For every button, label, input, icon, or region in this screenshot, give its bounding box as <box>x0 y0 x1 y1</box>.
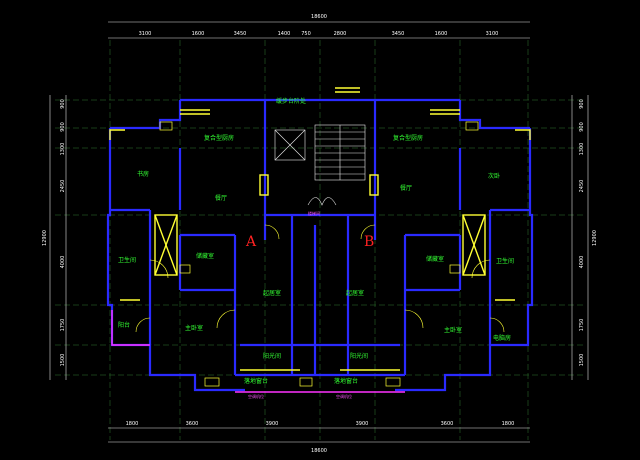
dim-bottom-3: 3900 <box>266 421 279 427</box>
dim-left-3: 1300 <box>60 143 66 156</box>
dim-right-6: 1750 <box>579 319 585 332</box>
left-dimension-values: 900 900 1300 2450 4000 1750 1500 <box>60 99 66 366</box>
dim-bottom-6: 1800 <box>502 421 515 427</box>
dim-bottom-5: 3600 <box>441 421 454 427</box>
overall-height-right: 12900 <box>592 230 598 246</box>
label-kitchen-left: 复合型厨房 <box>204 134 234 142</box>
fixtures <box>159 121 479 387</box>
label-note-left: 空调机位 <box>248 393 264 399</box>
dim-right-2: 900 <box>579 122 585 132</box>
overall-height-left: 12900 <box>42 230 48 246</box>
label-stair-hall: 楼梯间 <box>308 210 320 216</box>
label-sun-right: 阳光间 <box>350 352 368 360</box>
label-elec-room: 电脑房 <box>493 334 511 342</box>
dim-top-8: 1600 <box>435 31 448 37</box>
dim-top-3: 3450 <box>234 31 247 37</box>
dim-top-1: 3100 <box>139 31 152 37</box>
stair-block <box>274 124 366 206</box>
unit-label-b: B <box>364 234 374 250</box>
dim-right-7: 1500 <box>579 354 585 367</box>
walls <box>106 98 534 392</box>
windows <box>109 87 531 371</box>
label-storage-right: 储藏室 <box>426 255 444 263</box>
dimension-lines <box>49 21 589 443</box>
label-storage-left: 储藏室 <box>196 252 214 260</box>
dim-right-4: 2450 <box>579 180 585 193</box>
dim-left-2: 900 <box>60 122 66 132</box>
label-living-right: 起居室 <box>346 289 364 297</box>
label-bath-left: 卫生间 <box>118 256 136 264</box>
label-dining-left: 餐厅 <box>215 194 227 202</box>
dim-top-6: 2800 <box>334 31 347 37</box>
overall-width-top: 18600 <box>311 14 327 20</box>
label-sun-left: 阳光间 <box>263 352 281 360</box>
label-bay-left: 落地窗台 <box>244 377 268 385</box>
dim-bottom-1: 1800 <box>126 421 139 427</box>
dim-bottom-4: 3900 <box>356 421 369 427</box>
door-swings <box>135 224 505 333</box>
unit-label-a: A <box>245 234 257 250</box>
balcony-outline <box>111 310 405 393</box>
dim-top-5: 750 <box>301 31 311 37</box>
dim-top-2: 1600 <box>192 31 205 37</box>
bottom-dimension-values: 1800 3600 3900 3900 3600 1800 <box>126 421 515 427</box>
label-bay-right: 落地窗台 <box>334 377 358 385</box>
dim-top-4: 1400 <box>278 31 291 37</box>
dim-left-7: 1500 <box>60 354 66 367</box>
dim-top-7: 3450 <box>392 31 405 37</box>
overall-width-bottom: 18600 <box>311 448 327 454</box>
dim-bottom-2: 3600 <box>186 421 199 427</box>
label-study: 书房 <box>137 170 149 178</box>
label-dining-right: 餐厅 <box>400 184 412 192</box>
label-master-right: 主卧室 <box>444 326 462 334</box>
dim-right-1: 900 <box>579 99 585 109</box>
label-master-left: 主卧室 <box>185 324 203 332</box>
top-dimension-values: 3100 1600 3450 1400 750 2800 3450 1600 3… <box>139 31 499 37</box>
dim-left-5: 4000 <box>60 256 66 269</box>
label-bath-right: 卫生间 <box>496 257 514 265</box>
dim-left-1: 900 <box>60 99 66 109</box>
dim-right-3: 1300 <box>579 143 585 156</box>
label-balcony: 阳台 <box>118 321 130 329</box>
label-living-left: 起居室 <box>263 289 281 297</box>
dim-left-4: 2450 <box>60 180 66 193</box>
label-kitchen-right: 复合型厨房 <box>393 134 423 142</box>
right-dimension-values: 900 900 1300 2450 4000 1750 1500 <box>579 99 585 366</box>
dim-top-9: 3100 <box>486 31 499 37</box>
label-bedroom2: 次卧 <box>488 172 500 180</box>
dim-right-5: 4000 <box>579 256 585 269</box>
dim-left-6: 1750 <box>60 319 66 332</box>
label-top-center: 缓步台阶处 <box>276 97 306 105</box>
label-note-right: 空调机位 <box>336 393 352 399</box>
